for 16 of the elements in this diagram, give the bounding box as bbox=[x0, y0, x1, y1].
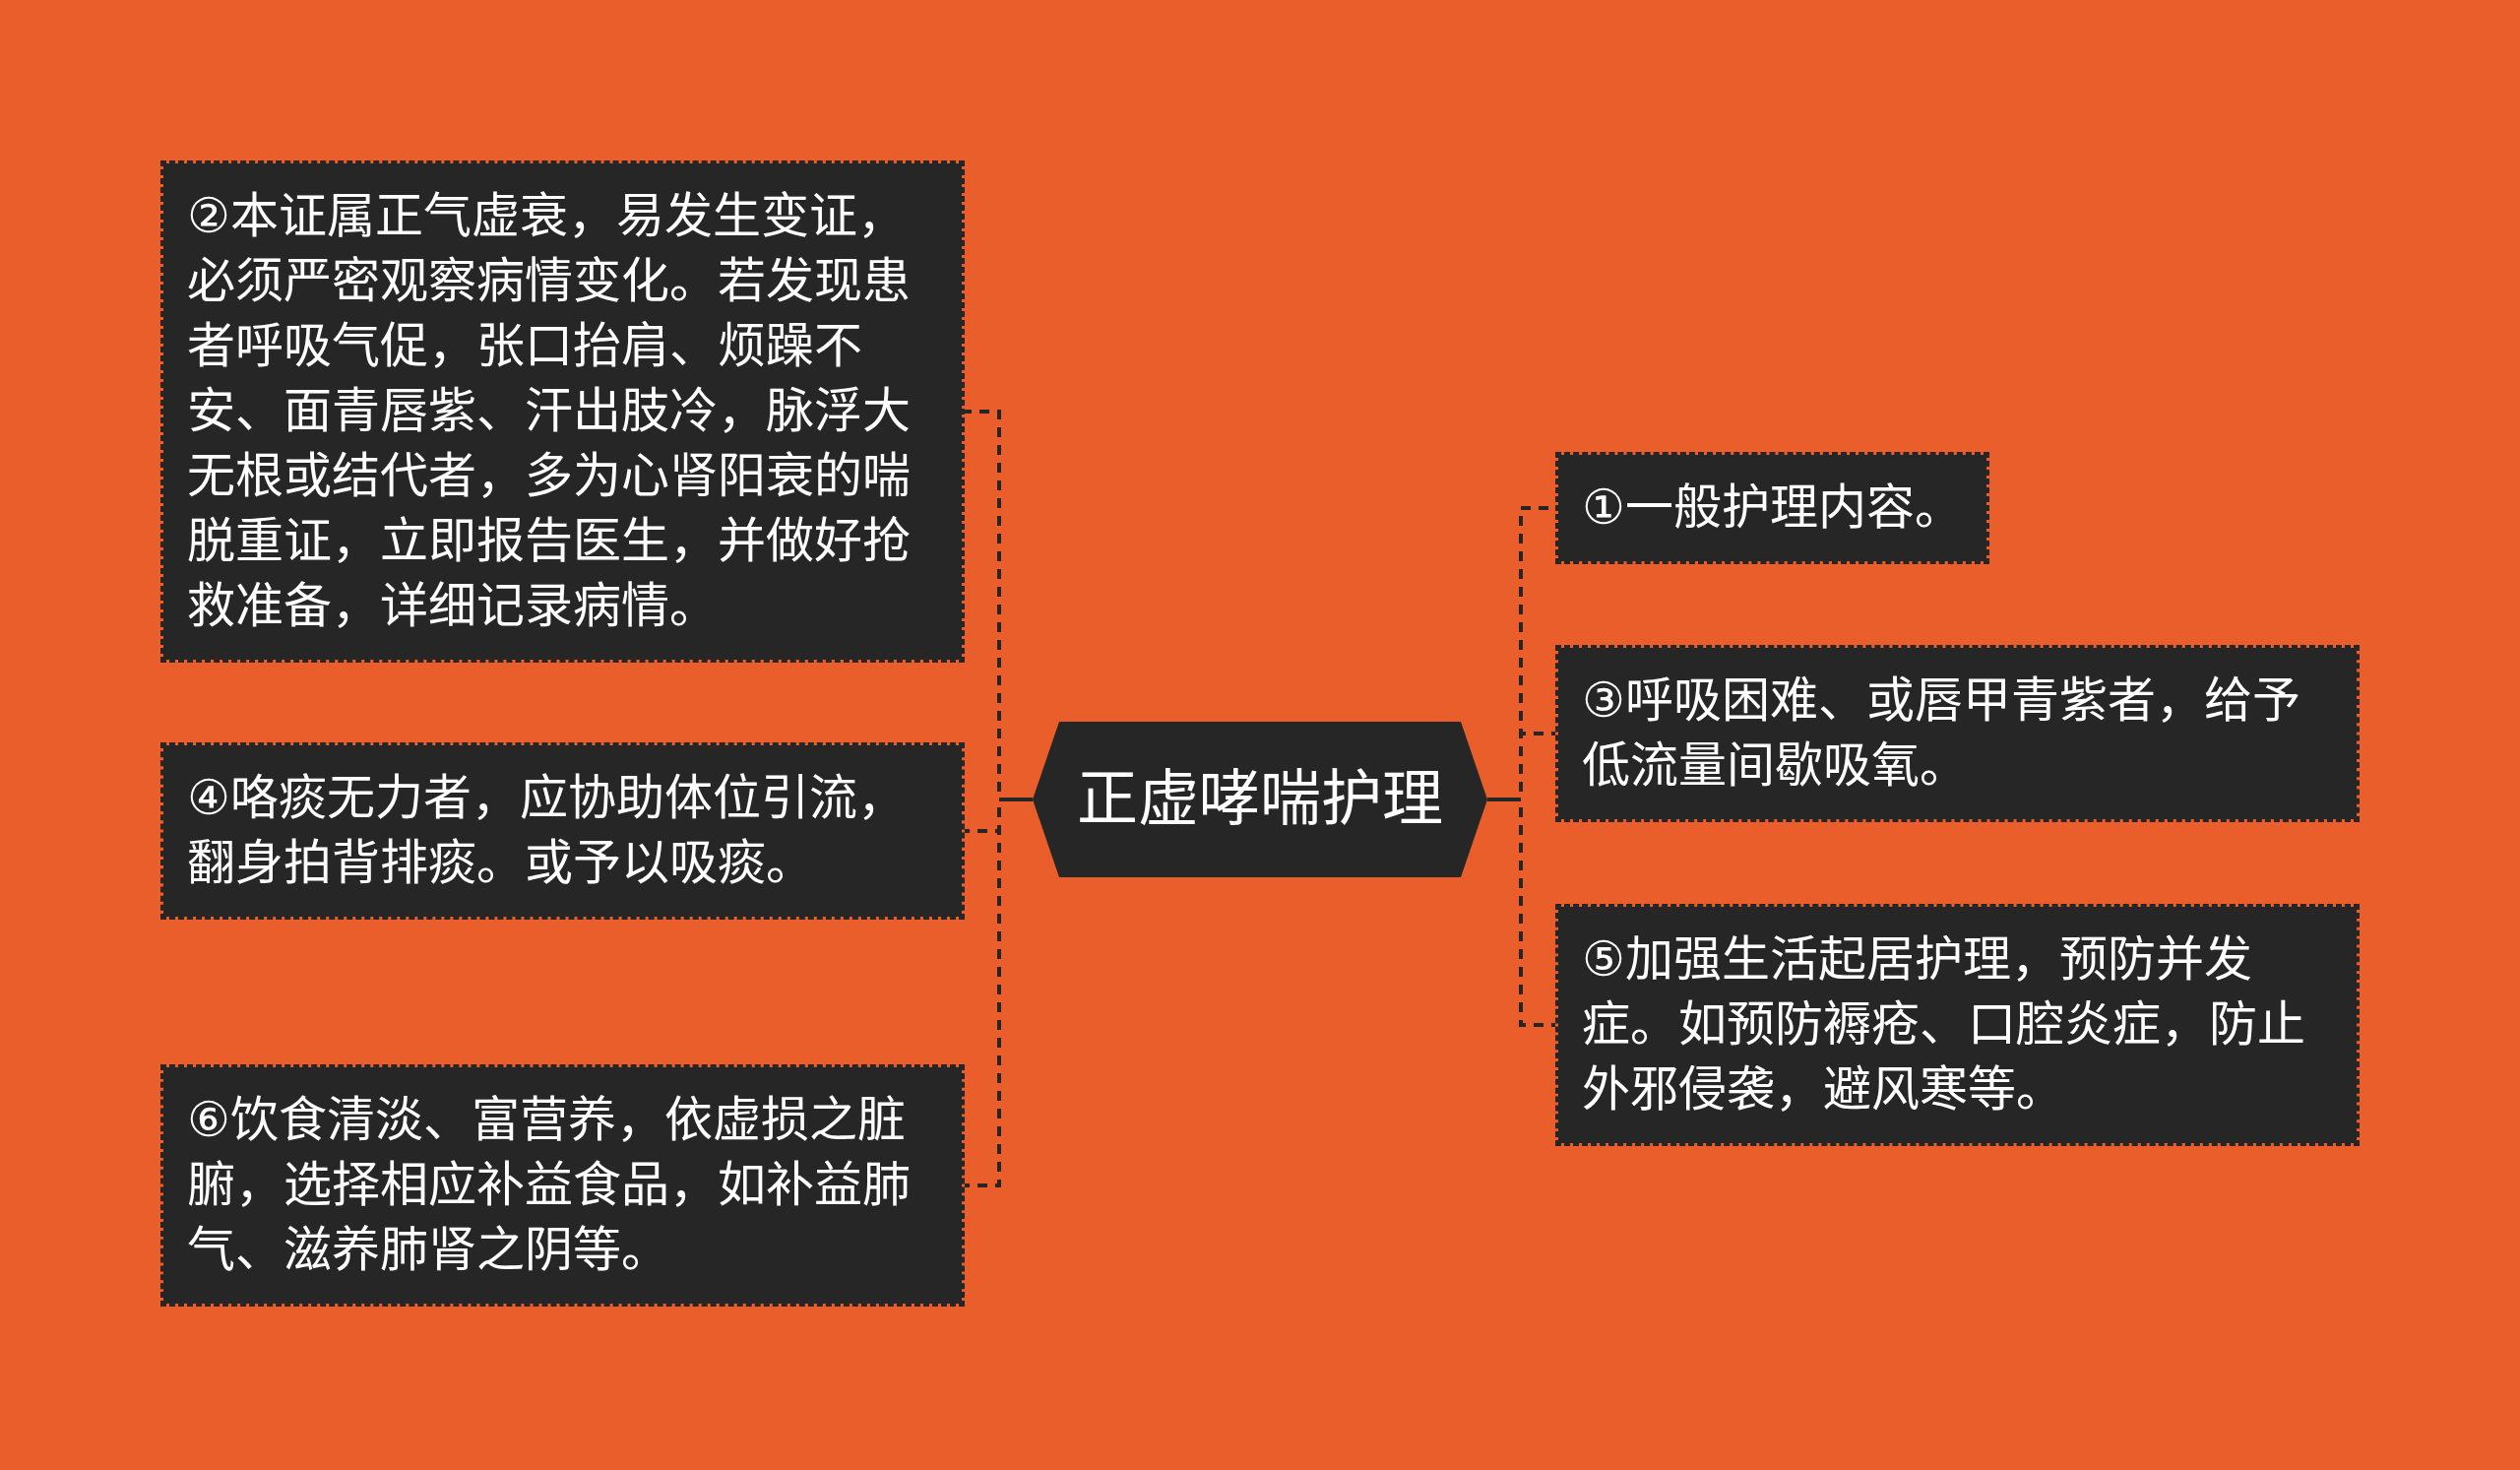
connector-line bbox=[965, 798, 1033, 1187]
topic-box bbox=[1555, 645, 2360, 822]
topic-text: ⑤加强生活起居护理，预防并发症。如预防褥疮、口腔炎症，防止外邪侵袭，避风寒等。 bbox=[1582, 930, 2306, 1119]
topic-text: ④咯痰无力者，应协助体位引流，翻身拍背排痰。或予以吸痰。 bbox=[187, 769, 907, 893]
topic-box bbox=[160, 160, 965, 663]
topic-box bbox=[1555, 904, 2360, 1146]
topic-text: ①一般护理内容。 bbox=[1582, 479, 1963, 538]
central-topic-hexagon bbox=[1033, 722, 1487, 877]
topic-text: ③呼吸困难、或唇甲青紫者，给予低流量间歇吸氧。 bbox=[1582, 671, 2301, 796]
connector-line bbox=[1487, 798, 1555, 1027]
topic-box bbox=[160, 742, 965, 920]
topic-text: ⑥饮食清淡、富营养，依虚损之脏腑，选择相应补益食品，如补益肺气、滋养肺肾之阴等。 bbox=[187, 1091, 912, 1280]
central-topic-text: 正虚哮喘护理 bbox=[1077, 762, 1443, 837]
topic-box bbox=[1555, 452, 1989, 564]
topic-text: ②本证属正气虚衰，易发生变证，必须严密观察病情变化。若发现患者呼吸气促，张口抬肩、烦躁不安、面青唇紫、汗出肢冷，脉浮大无根或结代者，多为心肾阳衰的喘脱重证，立即报告医生，并做好抢救准备，详细记录病情。 bbox=[187, 187, 912, 636]
topic-box bbox=[160, 1064, 965, 1307]
